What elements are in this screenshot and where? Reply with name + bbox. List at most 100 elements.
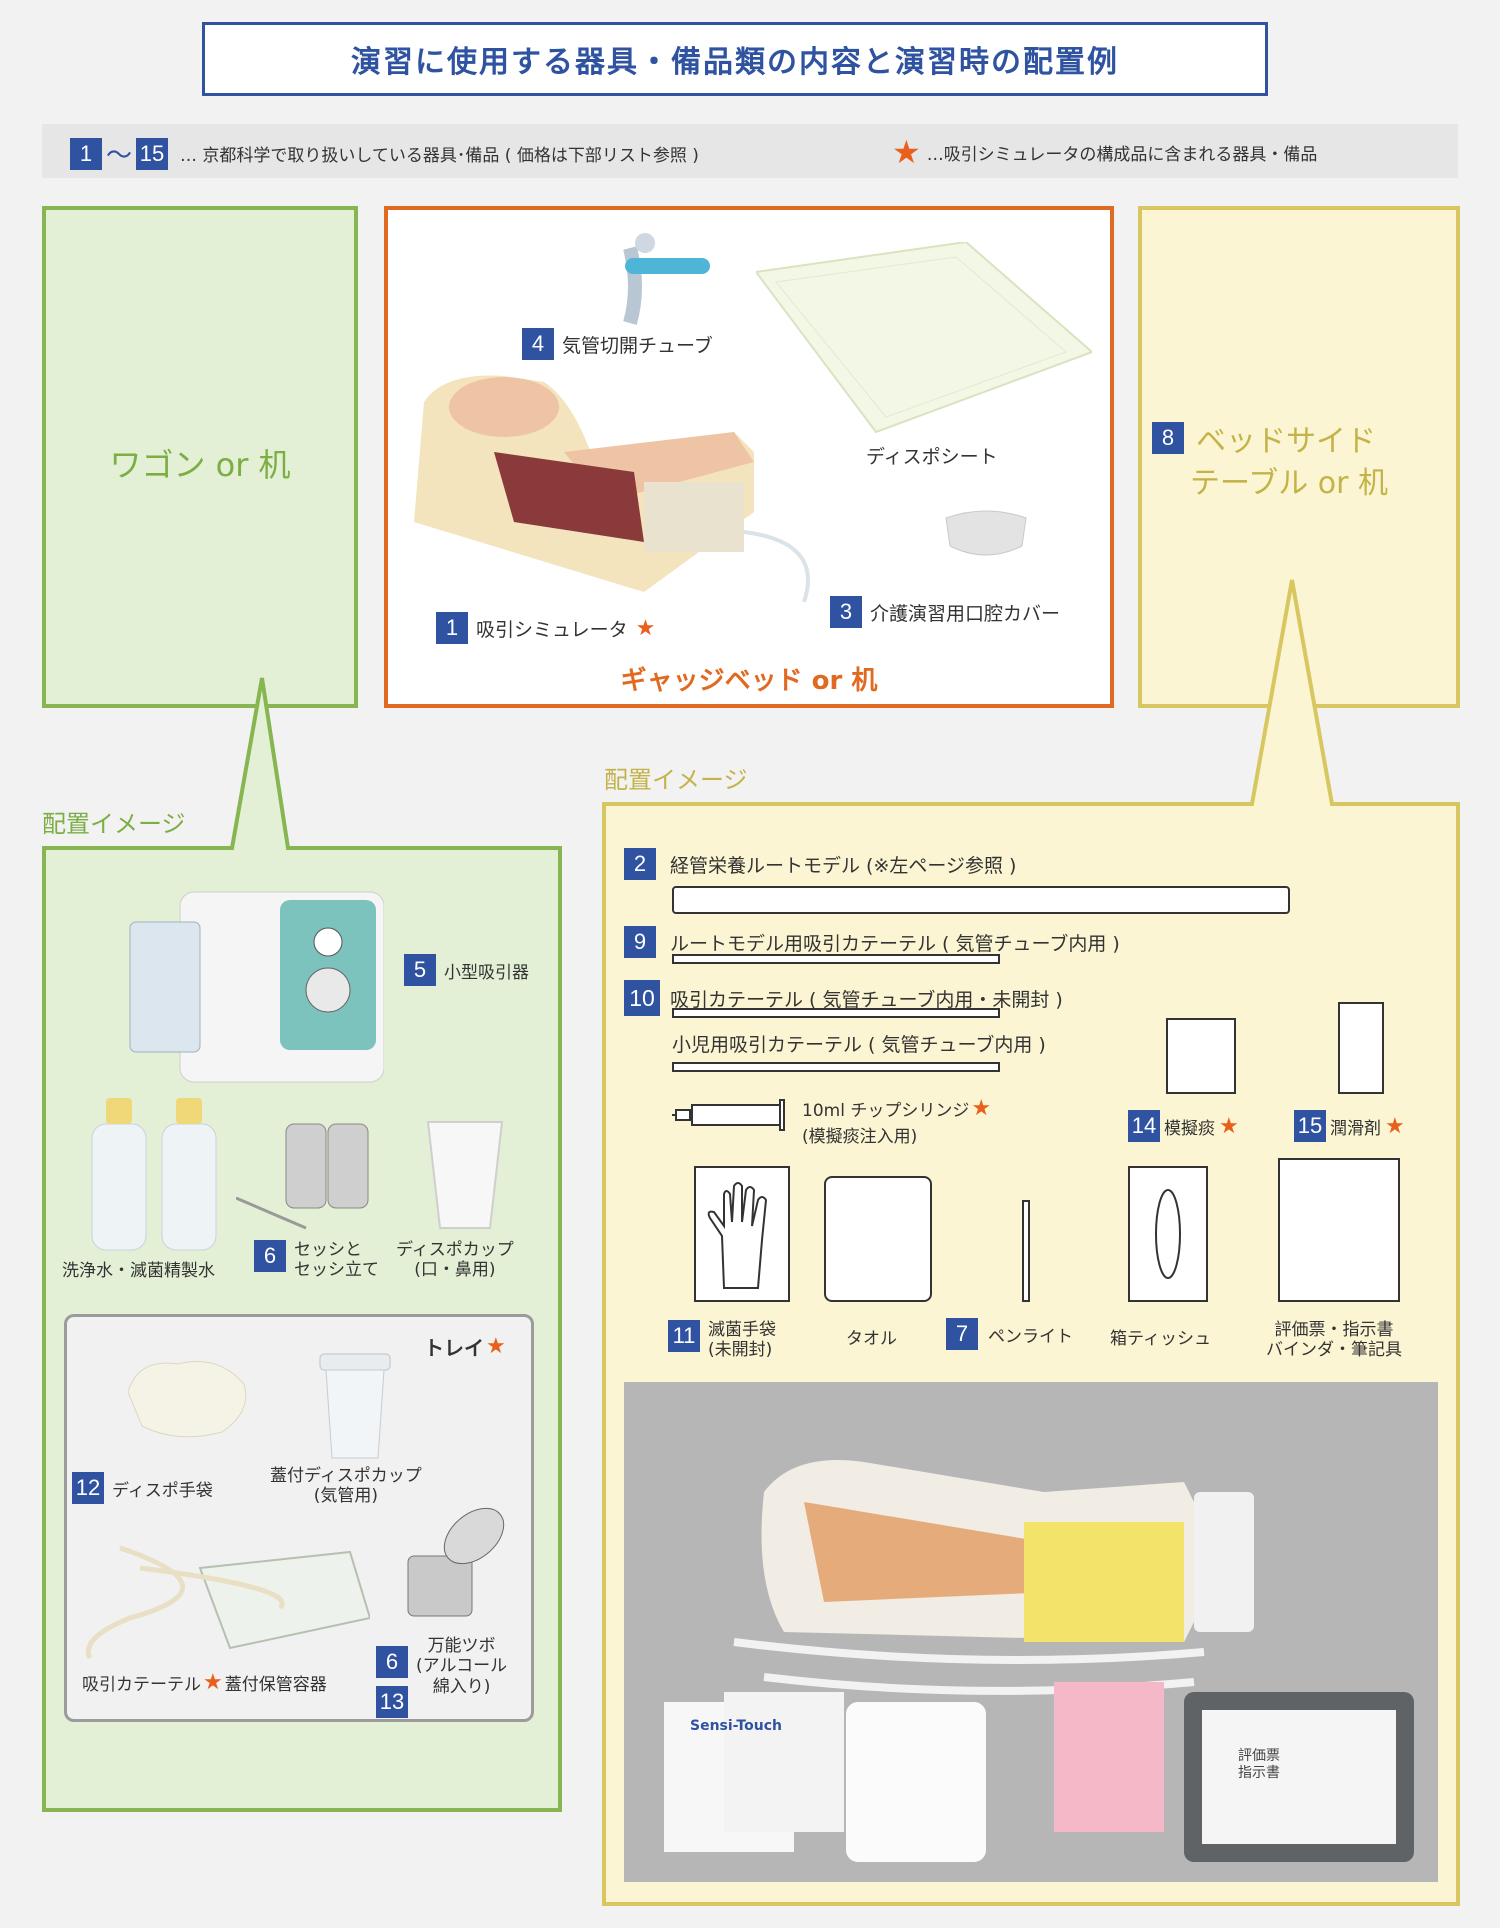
dispo-gloves-label: ディスポ手袋 [112,1480,213,1501]
child-catheter-label: 小児用吸引カテーテル ( 気管チューブ内用 ) [672,1034,1046,1056]
phlegm-num: 14 [1128,1110,1160,1142]
dispo-gloves-item: 12 ディスポ手袋 [72,1472,213,1504]
simulator-num: 1 [436,612,468,644]
suction-device-label: 小型吸引器 [444,962,529,983]
phlegm-box [1166,1018,1236,1094]
side-label-line2: テーブル or 机 [1190,466,1388,501]
star-icon: ★ [635,615,656,641]
page-title: 演習に使用する器具・備品類の内容と演習時の配置例 [202,22,1268,96]
sessi-image [235,1120,386,1232]
tissue-box [1128,1166,1208,1302]
simulator-label: 吸引シミュレータ [476,618,628,641]
sterile-glove-label: 滅菌手袋 (未開封) [708,1320,776,1361]
side-label-row: 8 ベッドサイド [1152,416,1376,460]
star-icon: ★ [203,1670,223,1695]
star-icon: ★ [892,133,921,171]
syringe-label: 10ml チップシリンジ [802,1101,970,1121]
multi-pot-num-13: 13 [376,1686,408,1718]
sessi-item: 6 セッシと セッシ立て [254,1240,379,1281]
binder-box [1278,1158,1400,1302]
side-label-line1: ベッドサイド [1196,424,1376,459]
catheter-item: 吸引カテーテル ★ 蓋付保管容器 [82,1670,327,1695]
legend-bar [42,124,1458,178]
wagon-placement-label: 配置イメージ [42,810,186,838]
setup-photo [624,1382,1438,1882]
penlight-num: 7 [946,1318,978,1350]
dispo-cup-image [424,1116,506,1234]
suction-device-image [120,872,385,1094]
route-model-num: 2 [624,848,656,880]
catheter10-item: 10 吸引カテーテル ( 気管チューブ内用・未開封 ) [624,980,1063,1016]
towel-label: タオル [846,1329,897,1349]
multi-pot-nums: 6 13 [376,1646,408,1718]
wagon-panel [42,206,358,708]
catheter10-label: 吸引カテーテル ( 気管チューブ内用・未開封 ) [670,988,1063,1011]
catheter9-label: ルートモデル用吸引カテーテル ( 気管チューブ内用 ) [670,932,1120,955]
star-icon: ★ [1385,1113,1405,1139]
mouth-cover-image [940,508,1032,562]
tray-title-row: トレイ ★ [424,1332,506,1361]
dispo-gloves-num: 12 [72,1472,104,1504]
phlegm-label: 模擬痰 [1164,1118,1215,1139]
sterile-glove-num: 11 [668,1320,700,1352]
catheter-container-image [80,1528,372,1668]
lid-cup-label: 蓋付ディスポカップ (気管用) [270,1466,422,1507]
penlight-item: 7 ペンライト [946,1318,1073,1350]
binder-label: 評価票・指示書 バインダ・筆記具 [1266,1320,1402,1361]
tray-title: トレイ [424,1336,484,1360]
catheter9-bar [672,954,1000,964]
multi-pot-image [404,1502,514,1620]
suction-simulator-image [404,362,824,603]
tissue-label: 箱ティッシュ [1110,1329,1211,1349]
syringe-item: 10ml チップシリンジ ★ [802,1096,991,1121]
lubricant-box [1338,1002,1384,1094]
catheter10-bar [672,1008,1000,1018]
glove-icon [707,1182,768,1289]
legend-num-end: 15 [136,137,169,170]
mouth-cover-label: 介護演習用口腔カバー [870,602,1061,625]
lubricant-item: 15 潤滑剤 ★ [1294,1110,1405,1142]
dispo-gloves-image [118,1352,256,1444]
container-label: 蓋付保管容器 [224,1675,327,1695]
syringe-image [672,1098,796,1132]
syringe-sub: (模擬痰注入用) [802,1127,918,1147]
suction-device-num: 5 [404,954,436,986]
multi-pot-num-6: 6 [376,1646,408,1678]
side-placement-label: 配置イメージ [604,766,748,794]
route-model-item: 2 経管栄養ルートモデル (※左ページ参照 ) [624,848,1016,880]
mouth-cover-num: 3 [830,596,862,628]
tube-num: 4 [522,328,554,360]
photo-glove-brand: Sensi-Touch [690,1718,782,1734]
phlegm-item: 14 模擬痰 ★ [1128,1110,1239,1142]
photo-binder-text: 評価票 指示書 [1238,1748,1280,1781]
tissue-slot-icon [1155,1189,1181,1279]
tube-item: 4 気管切開チューブ [522,328,713,360]
route-model-label: 経管栄養ルートモデル (※左ページ参照 ) [670,854,1017,877]
legend-range-text: … 京都科学で取り扱いしている器具･備品 ( 価格は下部リスト参照 ) [180,146,699,166]
star-icon: ★ [971,1096,992,1121]
lid-cup-image [318,1352,392,1462]
child-catheter-bar [672,1062,1000,1072]
simulator-item: 1 吸引シミュレータ ★ [436,612,655,644]
tracheostomy-tube-image [590,228,720,328]
mouth-cover-item: 3 介護演習用口腔カバー [830,596,1060,628]
legend-star: ★ …吸引シミュレータの構成品に含まれる器具・備品 [892,136,1317,168]
legend-range: 1 ～ 15 … 京都科学で取り扱いしている器具･備品 ( 価格は下部リスト参照… [70,135,699,172]
sessi-num: 6 [254,1240,286,1272]
route-model-bar [672,886,1290,914]
gatch-label: ギャッジベッド or 机 [620,666,878,696]
penlight-label: ペンライト [988,1326,1073,1347]
catheter-label: 吸引カテーテル [82,1675,201,1695]
tube-label: 気管切開チューブ [562,334,713,357]
legend-range-sep: ～ [106,141,133,171]
sessi-label: セッシと セッシ立て [294,1240,379,1281]
catheter9-item: 9 ルートモデル用吸引カテーテル ( 気管チューブ内用 ) [624,926,1120,958]
catheter9-num: 9 [624,926,656,958]
sterile-glove-box [694,1166,790,1302]
water-label: 洗浄水・滅菌精製水 [62,1261,215,1281]
sheet-label: ディスポシート [866,446,998,468]
water-bottles-image [86,1094,236,1254]
penlight-box [1022,1200,1030,1302]
legend-star-text: …吸引シミュレータの構成品に含まれる器具・備品 [926,144,1318,165]
lubricant-num: 15 [1294,1110,1326,1142]
